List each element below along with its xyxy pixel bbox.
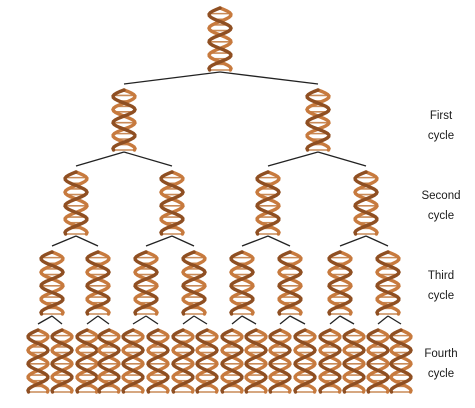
cycle-label-line2: cycle — [410, 126, 472, 146]
connector-line — [268, 236, 290, 246]
dna-helix — [135, 252, 157, 314]
cycle-label-third: Third cycle — [410, 266, 472, 306]
dna-helix — [87, 252, 109, 314]
connector-line — [340, 236, 366, 246]
dna-helix — [391, 330, 411, 392]
connector-line — [52, 316, 62, 324]
connector-line — [98, 316, 109, 324]
dna-helix — [183, 252, 205, 314]
dna-helix — [377, 252, 399, 314]
connector-line — [378, 316, 388, 324]
connector-line — [124, 72, 220, 84]
dna-helix — [368, 330, 388, 392]
dna-helix — [148, 330, 168, 392]
connector-line — [242, 236, 268, 246]
cycle-label-line2: cycle — [410, 286, 472, 306]
connector-line — [318, 152, 366, 166]
dna-helix — [279, 252, 301, 314]
connector-line — [183, 316, 194, 324]
dna-helix — [209, 8, 231, 70]
cycle-label-line2: cycle — [410, 206, 472, 226]
dna-helix — [355, 172, 377, 234]
dna-helix — [320, 330, 340, 392]
connector-line — [38, 316, 52, 324]
dna-helix — [123, 330, 143, 392]
connector-line — [232, 316, 242, 324]
dna-helix — [77, 330, 97, 392]
connector-line — [194, 316, 207, 324]
connector-line — [52, 236, 76, 246]
connector-line — [242, 316, 256, 324]
dna-helix — [65, 172, 87, 234]
dna-helix — [41, 252, 63, 314]
dna-helix — [295, 330, 315, 392]
dna-helix — [161, 172, 183, 234]
connector-line — [133, 316, 146, 324]
dna-helix — [113, 90, 135, 150]
connector-line — [76, 236, 98, 246]
connector-line — [340, 316, 354, 324]
dna-helix — [52, 330, 72, 392]
dna-helix — [99, 330, 119, 392]
connector-line — [172, 236, 194, 246]
cycle-label-fourth: Fourth cycle — [410, 344, 472, 384]
cycle-label-first: First cycle — [410, 106, 472, 146]
connector-line — [76, 152, 124, 166]
connector-line — [290, 316, 305, 324]
dna-helix — [344, 330, 364, 392]
dna-helix — [231, 252, 253, 314]
cycle-label-second: Second cycle — [410, 186, 472, 226]
dna-helix — [257, 172, 279, 234]
connector-line — [388, 316, 401, 324]
connector-line — [124, 152, 172, 166]
dna-helix — [28, 330, 48, 392]
connector-line — [220, 72, 318, 84]
cycle-label-line1: Second — [410, 186, 472, 206]
dna-helix — [246, 330, 266, 392]
connector-line — [268, 152, 318, 166]
cycle-label-line2: cycle — [410, 364, 472, 384]
connector-line — [146, 236, 172, 246]
dna-helix — [197, 330, 217, 392]
dna-helices — [28, 8, 411, 392]
dna-helix — [173, 330, 193, 392]
dna-helix — [270, 330, 290, 392]
connector-line — [330, 316, 340, 324]
connector-line — [146, 316, 158, 324]
cycle-label-line1: Third — [410, 266, 472, 286]
dna-helix — [307, 90, 329, 150]
dna-helix — [329, 252, 351, 314]
connector-line — [87, 316, 98, 324]
connector-line — [280, 316, 290, 324]
connector-line — [366, 236, 388, 246]
cycle-label-line1: Fourth — [410, 344, 472, 364]
cycle-label-line1: First — [410, 106, 472, 126]
dna-helix — [222, 330, 242, 392]
